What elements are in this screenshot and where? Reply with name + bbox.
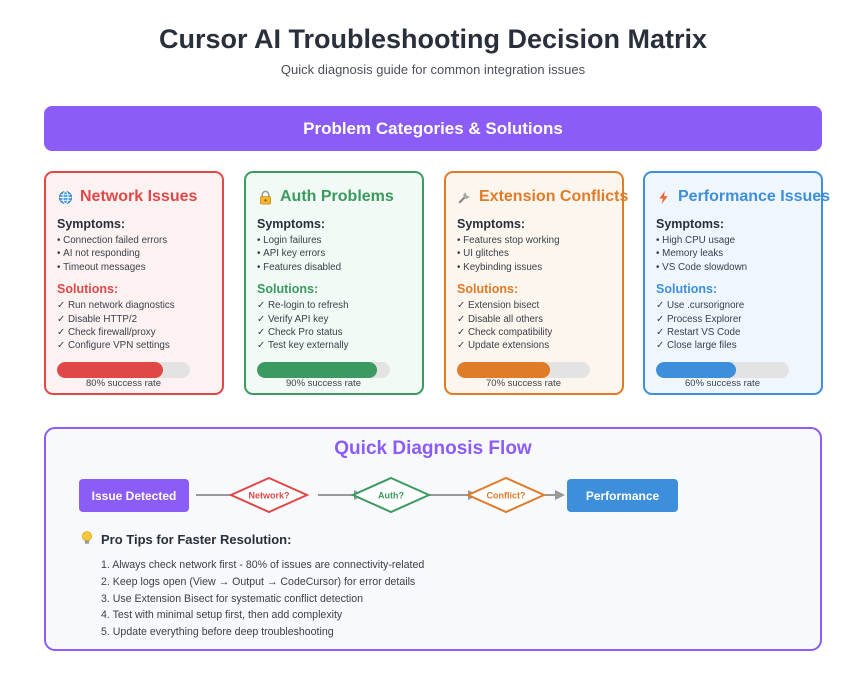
- tip-item: 3. Use Extension Bisect for systematic c…: [101, 592, 364, 605]
- symptoms-label: Symptoms:: [257, 217, 326, 231]
- symptoms-label: Symptoms:: [656, 217, 725, 231]
- symptom-item: API key errors: [257, 247, 412, 260]
- symptoms-label: Symptoms:: [57, 217, 126, 231]
- solution-item: Re-login to refresh: [257, 299, 412, 312]
- solution-item: Verify API key: [257, 313, 412, 326]
- tip-item: 5. Update everything before deep trouble…: [101, 626, 334, 639]
- category-card-auth: Auth Problems Symptoms: Login failures A…: [244, 171, 424, 395]
- symptoms-list: Features stop working UI glitches Keybin…: [457, 234, 612, 274]
- flow-start-node: Issue Detected: [79, 479, 189, 512]
- card-title: Performance Issues: [678, 188, 831, 205]
- solutions-list: Use .cursorignore Process Explorer Resta…: [656, 299, 811, 353]
- flow-arrow: [545, 490, 565, 500]
- success-rate-bar: [457, 362, 590, 378]
- tip-item: 2. Keep logs open (View → Output → CodeC…: [101, 575, 416, 588]
- success-rate-fill: [457, 362, 551, 378]
- diagnosis-flow-panel: Quick Diagnosis Flow Network? Auth? Confli…: [44, 427, 822, 651]
- symptom-item: Connection failed errors: [57, 234, 212, 247]
- solutions-list: Extension bisect Disable all others Chec…: [457, 299, 612, 353]
- symptom-item: Timeout messages: [57, 261, 212, 274]
- flow-connectors: Network? Auth? Conflict?: [196, 476, 565, 514]
- symptom-item: Features disabled: [257, 261, 412, 274]
- symptom-item: UI glitches: [457, 247, 612, 260]
- success-rate-label: 60% success rate: [685, 378, 760, 389]
- tips-list: 1. Always check network first - 80% of i…: [101, 557, 424, 641]
- success-rate-label: 80% success rate: [86, 378, 161, 389]
- solution-item: Check compatibility: [457, 326, 612, 339]
- card-title: Extension Conflicts: [479, 188, 629, 205]
- success-rate-label: 90% success rate: [286, 378, 361, 389]
- page-subtitle: Quick diagnosis guide for common integra…: [280, 62, 586, 77]
- solutions-list: Run network diagnostics Disable HTTP/2 C…: [57, 299, 212, 353]
- solutions-label: Solutions:: [257, 282, 319, 297]
- flow-end-node: Performance: [567, 479, 678, 512]
- category-card-performance: Performance Issues Symptoms: High CPU us…: [643, 171, 830, 395]
- page-title: Cursor AI Troubleshooting Decision Matri…: [158, 24, 708, 54]
- tips-heading: Pro Tips for Faster Resolution:: [81, 531, 291, 548]
- success-rate-fill: [257, 362, 377, 378]
- symptom-item: Features stop working: [457, 234, 612, 247]
- solution-item: Restart VS Code: [656, 326, 811, 339]
- category-card-extension: Extension Conflicts Symptoms: Features s…: [444, 171, 628, 395]
- solution-item: Disable HTTP/2: [57, 313, 212, 326]
- flow-decision-node: Conflict?: [465, 476, 547, 514]
- symptoms-list: Login failures API key errors Features d…: [257, 234, 412, 274]
- decision-label: Auth?: [378, 491, 404, 501]
- flow-decision-node: Auth?: [350, 476, 432, 514]
- symptoms-label: Symptoms:: [457, 217, 526, 231]
- globe-icon: [57, 189, 73, 205]
- flow-decision-node: Network?: [228, 476, 310, 514]
- solution-item: Check firewall/proxy: [57, 326, 212, 339]
- solution-item: Test key externally: [257, 339, 412, 352]
- solution-item: Extension bisect: [457, 299, 612, 312]
- success-rate-fill: [57, 362, 164, 378]
- flow-title: Quick Diagnosis Flow: [334, 438, 532, 459]
- symptom-item: AI not responding: [57, 247, 212, 260]
- solutions-label: Solutions:: [656, 282, 718, 297]
- symptoms-list: High CPU usage Memory leaks VS Code slow…: [656, 234, 811, 274]
- solutions-label: Solutions:: [457, 282, 519, 297]
- decision-label: Conflict?: [487, 491, 526, 501]
- tip-item: 1. Always check network first - 80% of i…: [101, 559, 425, 571]
- card-title: Network Issues: [80, 188, 198, 205]
- symptom-item: VS Code slowdown: [656, 261, 811, 274]
- lightning-icon: [656, 189, 671, 205]
- success-rate-bar: [656, 362, 789, 378]
- symptoms-list: Connection failed errors AI not respondi…: [57, 234, 212, 274]
- solution-item: Close large files: [656, 339, 811, 352]
- card-title: Auth Problems: [280, 188, 394, 205]
- solution-item: Update extensions: [457, 339, 612, 352]
- solution-item: Configure VPN settings: [57, 339, 212, 352]
- wrench-icon: [457, 189, 472, 205]
- decision-diamond: [228, 476, 310, 514]
- category-card-network: Network Issues Symptoms: Connection fail…: [44, 171, 224, 395]
- solution-item: Check Pro status: [257, 326, 412, 339]
- symptom-item: Keybinding issues: [457, 261, 612, 274]
- solutions-label: Solutions:: [57, 282, 119, 297]
- success-rate-bar: [57, 362, 190, 378]
- solution-item: Disable all others: [457, 313, 612, 326]
- symptom-item: Memory leaks: [656, 247, 811, 260]
- banner-label: Problem Categories & Solutions: [303, 118, 563, 138]
- symptom-item: Login failures: [257, 234, 412, 247]
- decision-diamond: [350, 476, 432, 514]
- success-rate-fill: [656, 362, 736, 378]
- solutions-list: Re-login to refresh Verify API key Check…: [257, 299, 412, 353]
- tips-heading-text: Pro Tips for Faster Resolution:: [101, 532, 292, 547]
- success-rate-bar: [257, 362, 390, 378]
- symptom-item: High CPU usage: [656, 234, 811, 247]
- section-banner: Problem Categories & Solutions: [44, 106, 822, 151]
- decision-diamond: [465, 476, 547, 514]
- success-rate-label: 70% success rate: [486, 378, 561, 389]
- decision-label: Network?: [248, 491, 289, 501]
- tip-item: 4. Test with minimal setup first, then a…: [101, 609, 343, 622]
- solution-item: Process Explorer: [656, 313, 811, 326]
- lock-icon: [257, 189, 273, 205]
- solution-item: Use .cursorignore: [656, 299, 811, 312]
- solution-item: Run network diagnostics: [57, 299, 212, 312]
- lightbulb-icon: [81, 531, 93, 548]
